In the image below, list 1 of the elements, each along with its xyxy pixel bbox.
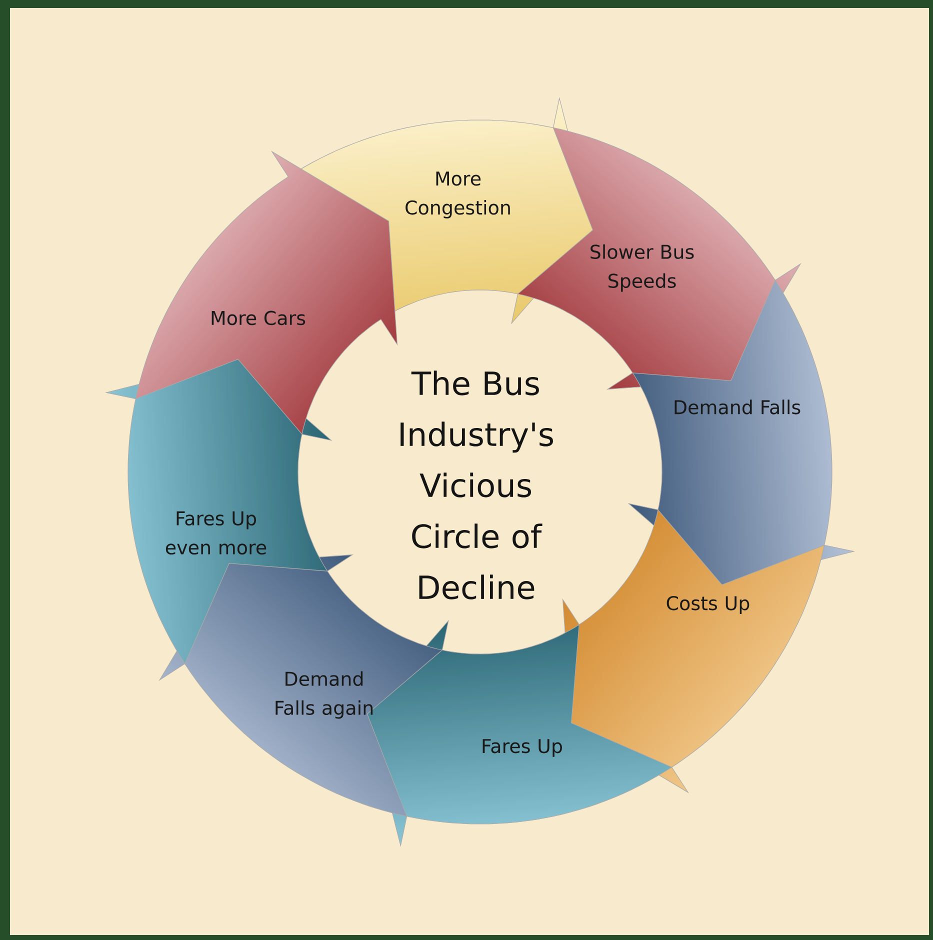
arrow-segment: More Cars bbox=[135, 150, 398, 435]
